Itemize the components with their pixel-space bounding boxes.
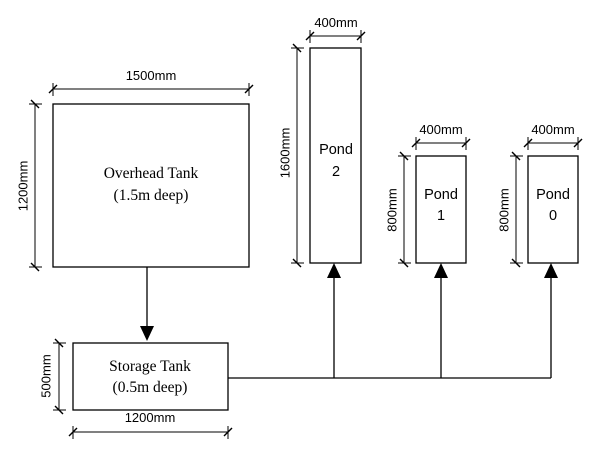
storage-tank: Storage Tank (0.5m deep) xyxy=(72,342,229,411)
pond-1-width-dimension: 400mm xyxy=(411,122,471,150)
pond-1-height-dimension: 800mm xyxy=(384,151,411,268)
pond-2-number: 2 xyxy=(332,164,340,180)
overhead-tank-width-dimension: 1500mm xyxy=(48,68,254,96)
overhead-tank-height-dimension: 1200mm xyxy=(15,99,42,272)
pond-1-width-label: 400mm xyxy=(419,122,462,137)
pond-1-name: Pond xyxy=(424,187,458,203)
overhead-tank-depth: (1.5m deep) xyxy=(114,187,189,204)
overhead-tank: Overhead Tank (1.5m deep) xyxy=(52,103,250,268)
storage-tank-height-dimension: 500mm xyxy=(38,338,66,415)
pond-2: Pond 2 xyxy=(309,47,362,264)
pond-1-height-label: 800mm xyxy=(384,188,399,231)
pond-0-height-dimension: 800mm xyxy=(496,151,523,268)
storage-tank-width-dimension: 1200mm xyxy=(68,410,233,439)
pond-1: Pond 1 xyxy=(415,155,467,264)
pond-2-height-label: 1600mm xyxy=(277,128,292,179)
up-arrowhead-pond-0 xyxy=(544,263,558,278)
pond-2-height-dimension: 1600mm xyxy=(277,43,304,268)
pond-2-width-label: 400mm xyxy=(314,15,357,30)
pond-1-box xyxy=(415,155,467,264)
overhead-to-storage-pipe xyxy=(140,267,154,341)
overhead-tank-width-label: 1500mm xyxy=(126,68,177,83)
overhead-tank-name: Overhead Tank xyxy=(104,165,199,182)
up-arrowhead-pond-2 xyxy=(327,263,341,278)
storage-tank-width-label: 1200mm xyxy=(125,410,176,425)
pond-0-width-label: 400mm xyxy=(531,122,574,137)
storage-tank-box xyxy=(72,342,229,411)
pond-2-box xyxy=(309,47,362,264)
pond-2-name: Pond xyxy=(319,142,353,158)
storage-tank-height-label: 500mm xyxy=(38,354,53,397)
pond-0-name: Pond xyxy=(536,187,570,203)
pond-0-width-dimension: 400mm xyxy=(523,122,583,150)
overhead-tank-box xyxy=(52,103,250,268)
storage-tank-depth: (0.5m deep) xyxy=(113,379,188,396)
pond-0-number: 0 xyxy=(549,208,557,224)
overhead-tank-height-label: 1200mm xyxy=(15,161,30,212)
pond-2-width-dimension: 400mm xyxy=(305,15,366,43)
pond-0: Pond 0 xyxy=(527,155,579,264)
storage-tank-name: Storage Tank xyxy=(109,358,191,375)
down-arrowhead xyxy=(140,326,154,341)
pond-0-height-label: 800mm xyxy=(496,188,511,231)
up-arrowhead-pond-1 xyxy=(434,263,448,278)
pond-1-number: 1 xyxy=(437,208,445,224)
pond-0-box xyxy=(527,155,579,264)
distribution-pipe xyxy=(228,263,558,379)
